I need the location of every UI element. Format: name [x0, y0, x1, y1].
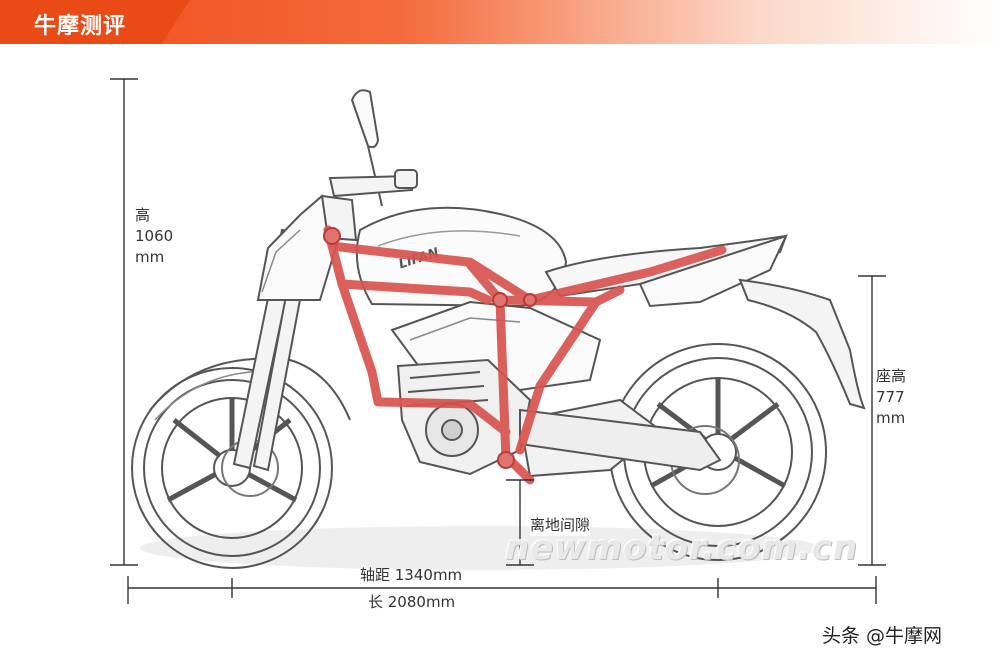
header-tab [0, 0, 190, 44]
height-unit: mm [135, 248, 165, 266]
dimension-lines [110, 78, 886, 604]
source-credit: 头条 @牛摩网 [822, 625, 943, 647]
length-label: 长 2080mm [368, 593, 456, 611]
ground-clearance-label: 离地间隙 [530, 515, 591, 536]
seat-height-dimension-label: 座高 777 mm [876, 366, 906, 429]
frame [323, 225, 727, 485]
header-title: 牛摩测评 [34, 14, 127, 39]
tail-section [638, 234, 788, 308]
seat-height-value: 777 [876, 388, 905, 406]
height-dimension-label: 高 1060 mm [135, 205, 173, 268]
rear-wheel [609, 343, 827, 561]
seat-height-label: 座高 [876, 367, 907, 385]
rear-hugger [738, 278, 866, 410]
seat-height-unit: mm [876, 409, 906, 427]
wheelbase-label: 轴距 1340mm [360, 566, 463, 584]
height-value: 1060 [135, 227, 174, 245]
engine [396, 358, 532, 476]
height-label: 高 [135, 206, 151, 224]
mirror [350, 89, 383, 207]
